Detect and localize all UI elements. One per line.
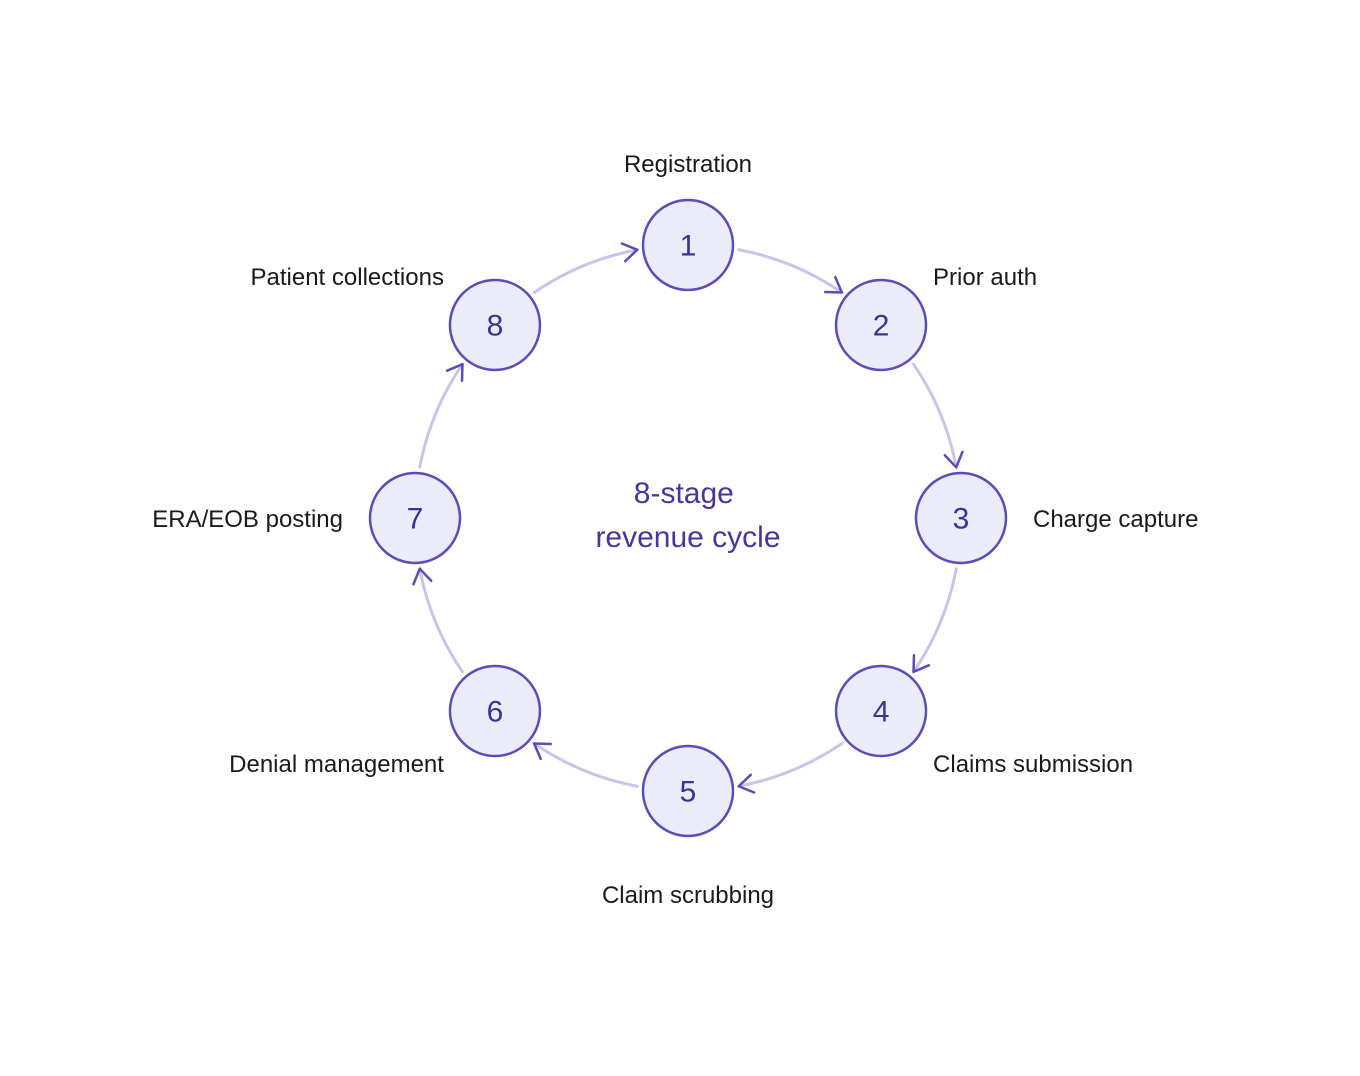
stage-circle [368, 471, 462, 565]
stage-node-3: 3 [914, 471, 1008, 565]
arrow-1-to-2 [737, 248, 844, 294]
stage-number: 8 [487, 309, 504, 342]
stage-node-4: 4 [834, 664, 928, 758]
cycle-arrows [412, 242, 964, 794]
stage-number: 6 [487, 696, 504, 729]
center-title-line-1: 8-stage [634, 477, 734, 510]
arrow-head-icon [737, 773, 756, 794]
stage-label-charge-capture: Charge capture [1033, 506, 1198, 533]
stage-node-8: 8 [448, 278, 542, 372]
stage-number: 4 [873, 696, 890, 729]
arrow-head-icon [532, 742, 553, 761]
arrow-head-icon [620, 242, 639, 263]
stage-label-patient-collections: Patient collections [251, 264, 444, 291]
stage-circle [834, 664, 928, 758]
arrow-5-to-6 [532, 742, 639, 788]
center-title-line-2: revenue cycle [595, 521, 780, 554]
arrow-head-icon [412, 567, 433, 586]
stage-number: 7 [407, 503, 424, 536]
stage-number: 3 [953, 503, 970, 536]
stage-circle [448, 664, 542, 758]
stage-node-2: 2 [834, 278, 928, 372]
arrow-4-to-5 [737, 742, 844, 788]
stage-number: 5 [680, 776, 697, 809]
stage-label-denial-management: Denial management [229, 751, 444, 778]
stage-label-claims-submission: Claims submission [933, 751, 1133, 778]
stage-circle [834, 278, 928, 372]
stage-node-5: 5 [641, 744, 735, 838]
stage-circle [641, 198, 735, 292]
arrow-7-to-8 [418, 362, 464, 469]
arrow-head-icon [943, 450, 964, 469]
stage-label-prior-auth: Prior auth [933, 264, 1037, 291]
stage-node-1: 1 [641, 198, 735, 292]
stage-number: 1 [680, 230, 697, 263]
stage-circle [641, 744, 735, 838]
stage-label-era-eob-posting: ERA/EOB posting [152, 506, 343, 533]
arrow-head-icon [445, 362, 464, 383]
stage-number: 2 [873, 309, 890, 342]
arrow-8-to-1 [532, 248, 639, 294]
stage-nodes: 1 2 3 4 5 6 7 8 [368, 198, 1008, 838]
stage-label-claim-scrubbing: Claim scrubbing [602, 882, 774, 909]
arrow-head-icon [912, 653, 931, 674]
arrow-6-to-7 [418, 567, 464, 674]
arrow-head-icon [823, 275, 844, 294]
arrow-3-to-4 [912, 567, 958, 674]
center-title: 8-stage revenue cycle [595, 477, 780, 554]
stage-node-6: 6 [448, 664, 542, 758]
arrow-2-to-3 [912, 362, 958, 469]
stage-label-registration: Registration [624, 151, 752, 178]
stage-circle [448, 278, 542, 372]
stage-node-7: 7 [368, 471, 462, 565]
stage-circle [914, 471, 1008, 565]
